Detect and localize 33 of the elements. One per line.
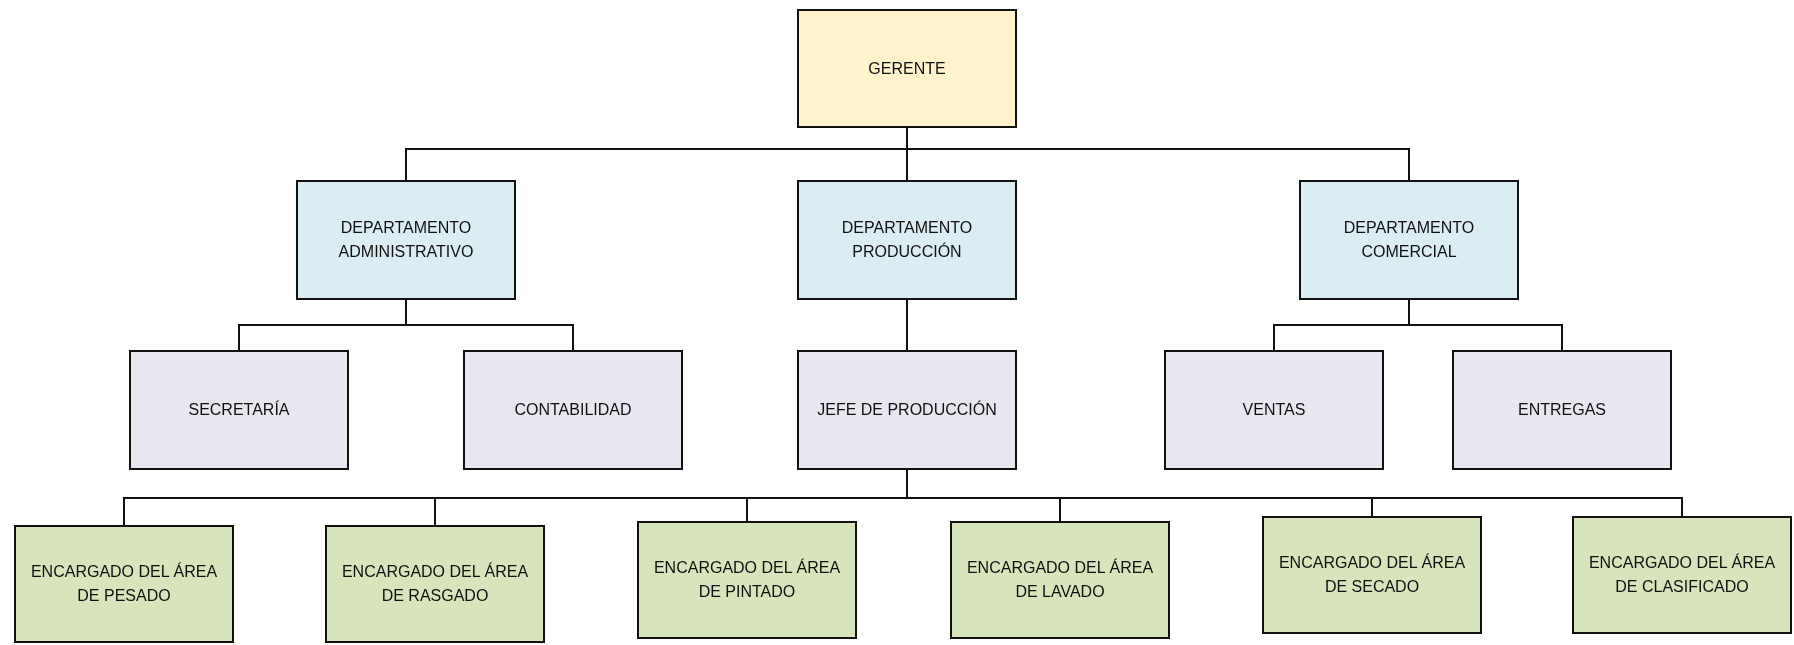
org-box — [463, 350, 683, 470]
org-box — [797, 350, 1017, 470]
org-box — [129, 350, 349, 470]
org-box — [797, 180, 1017, 300]
box-label: DEPARTAMENTO PRODUCCIÓN — [840, 218, 974, 262]
box-label: ENCARGADO DEL ÁREA DE PESADO — [29, 561, 219, 606]
box-label: DEPARTAMENTO ADMINISTRATIVO — [337, 218, 475, 262]
org-box — [1572, 516, 1792, 634]
org-box — [296, 180, 516, 300]
org-box — [1299, 180, 1519, 300]
org-box — [1164, 350, 1384, 470]
connector-line — [405, 299, 574, 351]
box-label: ENCARGADO DEL ÁREA DE RASGADO — [340, 561, 530, 606]
connector-line — [906, 299, 908, 351]
box-label: ENTREGAS — [1518, 400, 1606, 420]
box-label: JEFE DE PRODUCCIÓN — [817, 399, 997, 420]
box-label: DEPARTAMENTO COMERCIAL — [1342, 218, 1476, 262]
org-box — [637, 521, 857, 639]
box-label: CONTABILIDAD — [514, 400, 632, 420]
org-box — [950, 521, 1170, 639]
box-label: ENCARGADO DEL ÁREA DE SECADO — [1277, 552, 1467, 597]
connector-line — [1408, 299, 1563, 351]
org-box — [325, 525, 545, 643]
box-label: ENCARGADO DEL ÁREA DE LAVADO — [965, 557, 1155, 602]
box-label: SECRETARÍA — [188, 399, 290, 420]
org-box — [1262, 516, 1482, 634]
org-box — [1452, 350, 1672, 470]
box-label: GERENTE — [868, 58, 946, 79]
box-label: VENTAS — [1242, 400, 1306, 420]
org-box — [14, 525, 234, 643]
box-label: ENCARGADO DEL ÁREA DE PINTADO — [652, 557, 842, 602]
box-label: ENCARGADO DEL ÁREA DE CLASIFICADO — [1587, 552, 1777, 597]
org-box — [797, 9, 1017, 128]
